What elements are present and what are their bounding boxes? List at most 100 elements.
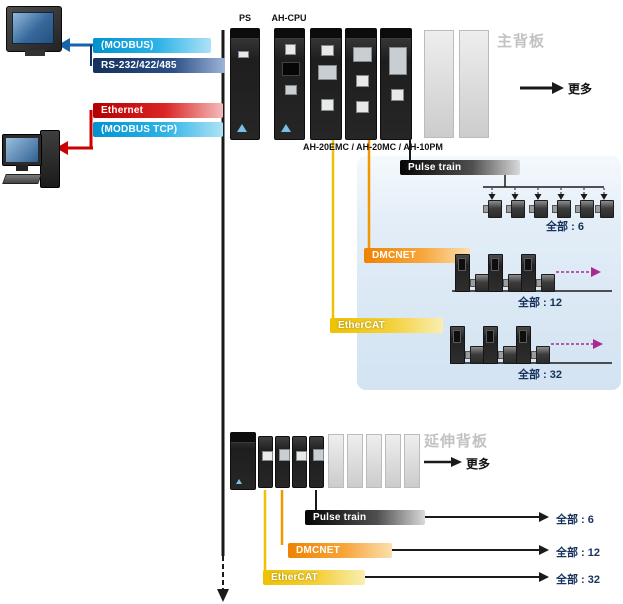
- servo-motor-icon: [503, 274, 522, 292]
- main-ethercat-bar: EtherCAT: [330, 318, 443, 333]
- ext-dmcnet-total: 全部 : 12: [556, 547, 601, 559]
- servo-drive-icon: [450, 326, 465, 364]
- bus-modbus: (MODBUS): [93, 38, 211, 53]
- servo-drive-icon: [488, 254, 503, 292]
- ext-pulse-train-total: 全部 : 6: [556, 514, 594, 526]
- ext-dmcnet-bar: DMCNET: [288, 543, 392, 558]
- module-port: [262, 451, 273, 461]
- cpu-port: [285, 44, 296, 55]
- ethercat-label: EtherCAT: [271, 572, 318, 583]
- ext-ps-module: [230, 432, 256, 490]
- servo-drive-group: [455, 254, 489, 292]
- main-dmcnet-total: 全部 : 12: [517, 297, 562, 309]
- servo-drive-icon: [455, 254, 470, 292]
- servo-motor-icon: [575, 200, 594, 218]
- ext-module-4: [309, 436, 324, 488]
- module-strip: [231, 433, 255, 443]
- motion-module-1: [310, 28, 342, 140]
- empty-slot: [424, 30, 454, 138]
- module-port: [321, 45, 334, 56]
- ps-header: PS: [238, 13, 251, 23]
- bus-ethernet: Ethernet: [93, 103, 223, 118]
- bus-serial: RS-232/422/485: [93, 58, 225, 73]
- ext-more-label: 更多: [466, 457, 491, 471]
- empty-slot: [328, 434, 344, 488]
- module-connector: [353, 47, 372, 62]
- module-strip: [381, 29, 411, 39]
- pc-keyboard-icon: [2, 174, 42, 184]
- ext-ethercat-total: 全部 : 32: [556, 574, 601, 586]
- ext-backplane-label: 延伸背板: [424, 433, 489, 450]
- main-more-label: 更多: [568, 82, 593, 96]
- ps-module: [230, 28, 260, 140]
- empty-slot: [459, 30, 489, 138]
- ext-module-3: [292, 436, 307, 488]
- dmcnet-label: DMCNET: [372, 250, 416, 261]
- servo-motor-icon: [465, 346, 484, 364]
- module-port: [321, 99, 334, 111]
- ps-port: [238, 51, 249, 58]
- ext-module-1: [258, 436, 273, 488]
- delta-logo-icon: [237, 124, 247, 132]
- servo-motor-icon: [506, 200, 525, 218]
- module-port: [356, 101, 369, 113]
- module-port: [391, 89, 404, 101]
- motion-module-3: [380, 28, 412, 140]
- servo-motor-icon: [529, 200, 548, 218]
- motion-module-2: [345, 28, 377, 140]
- empty-slot: [366, 434, 382, 488]
- servo-motor-icon: [536, 274, 555, 292]
- bus-modbus-label: (MODBUS): [101, 40, 154, 51]
- servo-drive-group: [521, 254, 555, 292]
- bus-ethernet-label: Ethernet: [101, 105, 144, 116]
- dmcnet-label: DMCNET: [296, 545, 340, 556]
- module-port: [356, 75, 369, 87]
- empty-slot: [385, 434, 401, 488]
- main-pulse-train-bar: Pulse train: [400, 160, 520, 175]
- module-port: [296, 451, 307, 461]
- ethercat-label: EtherCAT: [338, 320, 385, 331]
- main-backplane-label: 主背板: [497, 33, 546, 50]
- bus-modbus-tcp: (MODBUS TCP): [93, 122, 223, 137]
- cpu-display: [282, 62, 300, 76]
- module-strip: [311, 29, 341, 39]
- hmi-touch-panel: [6, 6, 62, 56]
- bus-serial-label: RS-232/422/485: [101, 60, 177, 71]
- module-connector: [313, 449, 324, 461]
- cpu-port-2: [285, 85, 297, 95]
- module-strip: [231, 29, 259, 39]
- bus-modbus-tcp-label: (MODBUS TCP): [101, 124, 178, 135]
- ext-more-arrow-icon: [451, 457, 462, 467]
- servo-drive-icon: [483, 326, 498, 364]
- hmi-screen: [12, 12, 54, 44]
- cpu-header: AH-CPU: [271, 13, 307, 23]
- module-connector: [279, 449, 290, 461]
- motion-modules-caption: AH-20EMC / AH-20MC / AH-10PM: [303, 142, 443, 152]
- servo-motor-icon: [531, 346, 550, 364]
- ext-module-2: [275, 436, 290, 488]
- delta-logo-icon: [236, 479, 242, 484]
- ext-pulse-train-bar: Pulse train: [305, 510, 425, 525]
- hmi-base: [25, 50, 45, 56]
- pc-monitor-icon: [2, 134, 42, 171]
- servo-motor-icon: [498, 346, 517, 364]
- module-strip: [346, 29, 376, 39]
- servo-drive-group: [516, 326, 550, 364]
- pulse-train-label: Pulse train: [313, 512, 367, 523]
- desktop-pc: [2, 128, 60, 194]
- delta-logo-icon: [281, 124, 291, 132]
- main-dmcnet-bar: DMCNET: [364, 248, 470, 263]
- empty-slot: [404, 434, 420, 488]
- pc-tower-icon: [40, 130, 60, 188]
- pulse-train-label: Pulse train: [408, 162, 462, 173]
- empty-slot: [347, 434, 363, 488]
- pc-screen: [6, 138, 38, 162]
- main-more-arrow-icon: [552, 82, 564, 94]
- servo-drive-group: [488, 254, 522, 292]
- servo-drive-group: [450, 326, 484, 364]
- module-connector: [389, 47, 407, 75]
- servo-drive-group: [483, 326, 517, 364]
- servo-motor-icon: [595, 200, 614, 218]
- main-ethercat-total: 全部 : 32: [517, 369, 562, 381]
